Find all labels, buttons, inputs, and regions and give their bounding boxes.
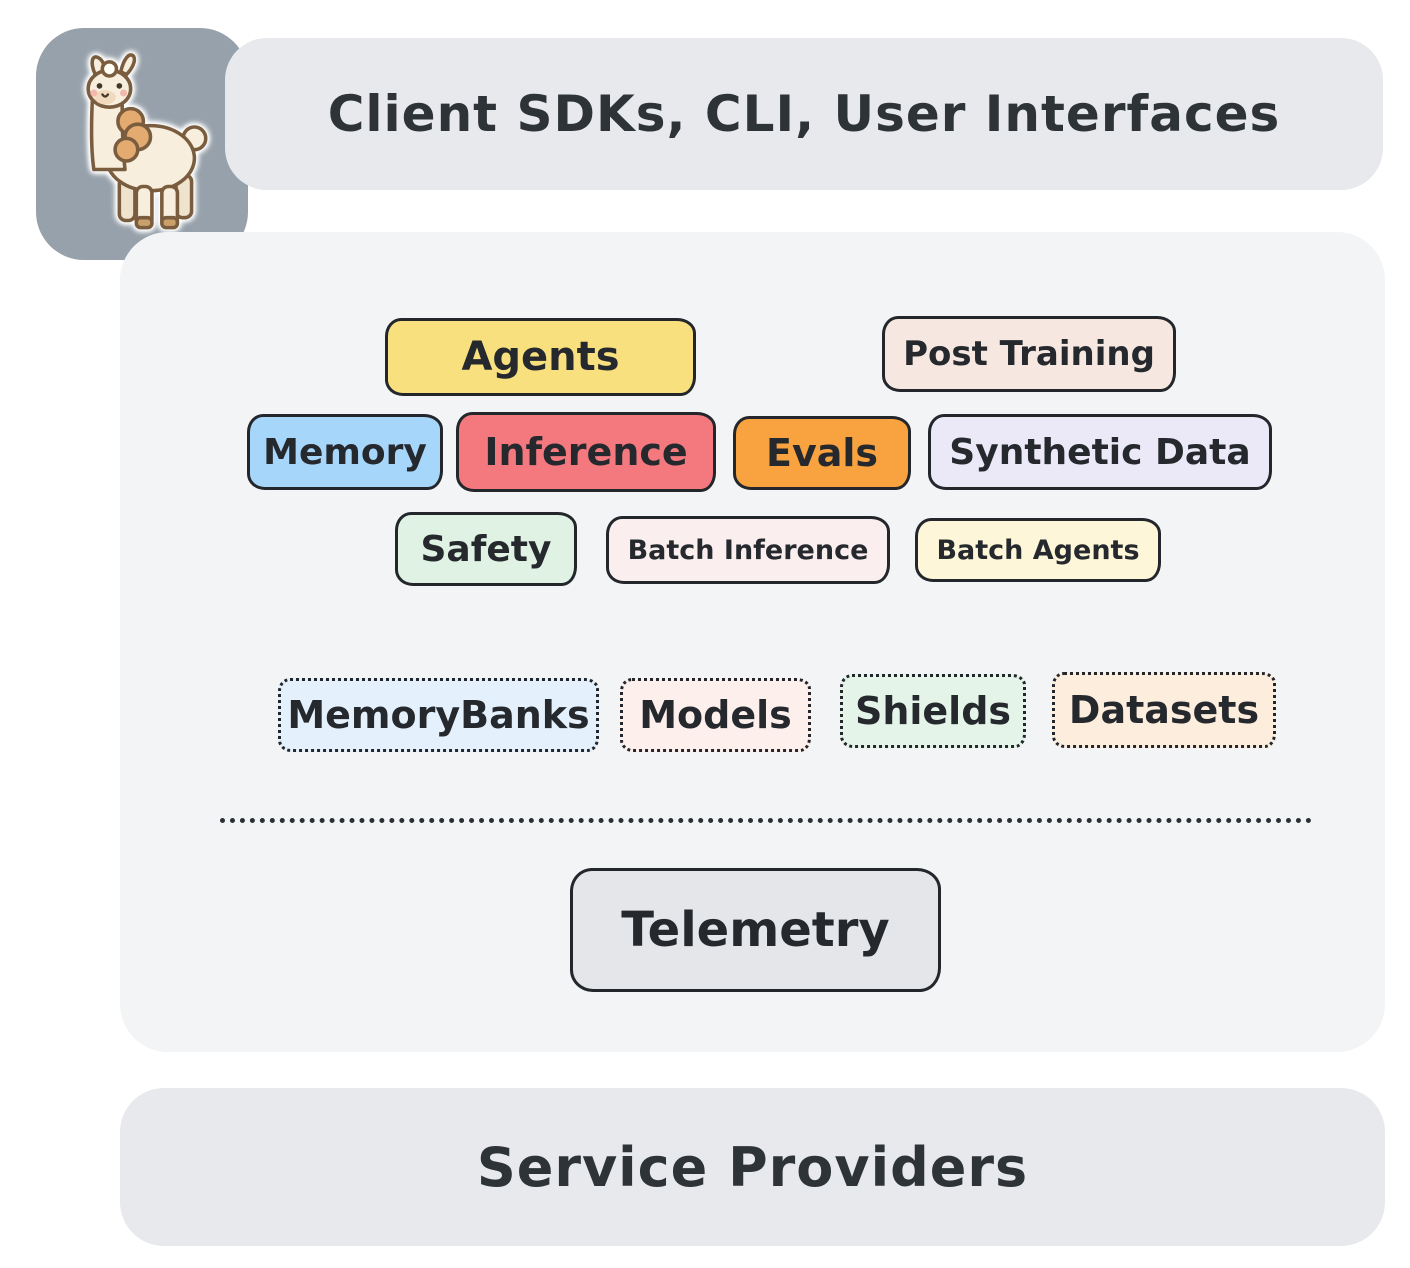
api-box-memory: Memory	[247, 414, 443, 490]
service-providers-label: Service Providers	[476, 1135, 1029, 1199]
llama-stack-panel: Agents Post Training Memory Inference Ev…	[120, 232, 1385, 1052]
service-providers-banner: Service Providers	[120, 1088, 1385, 1246]
resource-box-shields-label: Shields	[854, 689, 1012, 733]
client-layer-banner: Client SDKs, CLI, User Interfaces	[225, 38, 1383, 190]
api-box-batch-inference-label: Batch Inference	[627, 534, 869, 566]
api-box-batch-inference: Batch Inference	[606, 516, 890, 584]
client-layer-label: Client SDKs, CLI, User Interfaces	[327, 85, 1281, 143]
api-box-synthetic-data-label: Synthetic Data	[949, 431, 1251, 473]
api-box-batch-agents: Batch Agents	[915, 518, 1161, 582]
api-box-agents: Agents	[385, 318, 696, 396]
resource-box-datasets-label: Datasets	[1068, 688, 1260, 732]
api-box-inference: Inference	[456, 412, 716, 492]
resource-box-shields: Shields	[840, 674, 1026, 748]
api-box-post-training-label: Post Training	[903, 334, 1155, 374]
api-box-post-training: Post Training	[882, 316, 1176, 392]
resource-box-models: Models	[620, 678, 811, 752]
api-box-evals: Evals	[733, 416, 911, 490]
telemetry-box: Telemetry	[570, 868, 941, 992]
api-box-inference-label: Inference	[484, 430, 688, 474]
resource-box-memory-banks-label: MemoryBanks	[287, 693, 590, 737]
api-box-memory-label: Memory	[263, 431, 427, 473]
api-box-evals-label: Evals	[765, 431, 878, 475]
api-box-batch-agents-label: Batch Agents	[936, 534, 1140, 566]
resource-box-models-label: Models	[639, 693, 792, 737]
llama-icon	[86, 53, 208, 230]
api-box-agents-label: Agents	[461, 334, 620, 380]
llama-logo-tile	[36, 28, 248, 260]
resource-box-memory-banks: MemoryBanks	[278, 678, 599, 752]
telemetry-label: Telemetry	[621, 902, 890, 958]
resource-box-datasets: Datasets	[1052, 672, 1276, 748]
api-box-safety: Safety	[395, 512, 577, 586]
api-box-safety-label: Safety	[420, 528, 552, 570]
api-box-synthetic-data: Synthetic Data	[928, 414, 1272, 490]
dotted-divider	[220, 818, 1312, 823]
